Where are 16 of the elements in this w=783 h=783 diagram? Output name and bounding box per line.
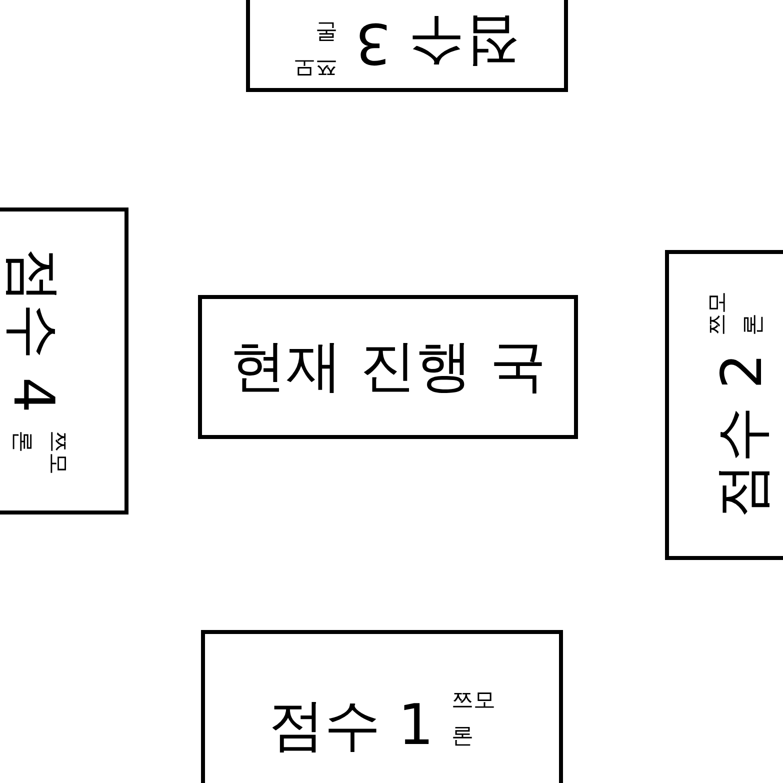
score-label: 점수 1 <box>268 698 434 754</box>
win-type-label: 론 <box>314 20 338 42</box>
win-type-label: 론 <box>10 430 32 455</box>
score-label: 점수 2 <box>715 353 771 519</box>
win-type-label: 쯔모 <box>707 291 729 336</box>
score-label: 점수 3 <box>355 14 521 70</box>
round-label: 현재 진행 국 <box>230 339 546 395</box>
score-label: 점수 4 <box>4 247 60 413</box>
win-type-label: 론 <box>743 312 765 336</box>
win-type-label: 론 <box>452 726 475 748</box>
win-type-label: 쯔모 <box>293 56 338 78</box>
score-box <box>201 630 563 783</box>
round-box <box>198 295 578 439</box>
score-box <box>0 208 128 514</box>
win-type-label: 쯔모 <box>46 430 68 475</box>
win-type-label: 쯔모 <box>452 690 496 712</box>
